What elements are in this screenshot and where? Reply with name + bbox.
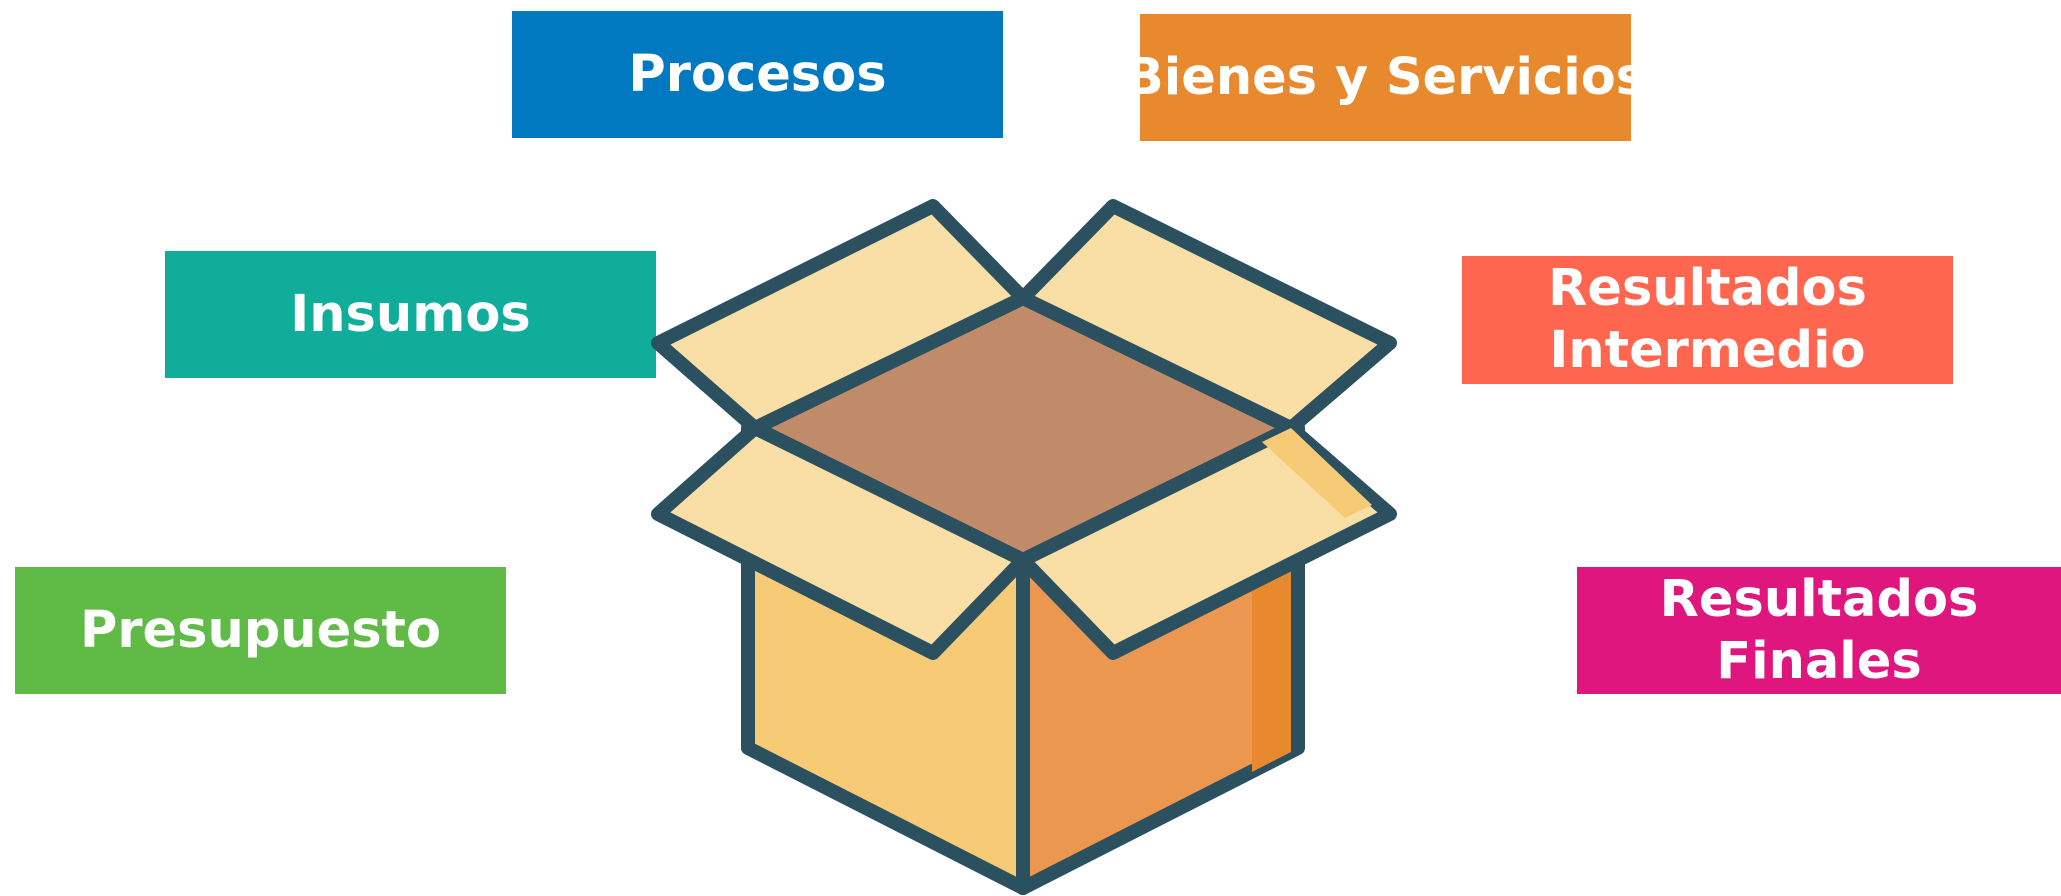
resultados-intermedio-line2: Intermedio (1549, 321, 1866, 380)
resultados-intermedio-line1: Resultados (1548, 259, 1867, 318)
back-left-flap (651, 199, 1030, 435)
bienes-y-servicios-text: Bienes y Servicios (1124, 47, 1647, 107)
front-right-flap (1016, 421, 1397, 660)
procesos-text: Procesos (628, 44, 887, 104)
presupuesto-text: Presupuesto (80, 600, 441, 660)
open-cardboard-box-icon (651, 199, 1397, 895)
presupuesto-label: Presupuesto (15, 567, 506, 694)
resultados-finales-line2: Finales (1716, 631, 1922, 691)
resultados-finales-line1: Resultados (1659, 569, 1979, 629)
resultados-finales-label: Resultados Finales (1577, 567, 2061, 694)
front-right-flap-shade (1262, 428, 1372, 518)
insumos-label: Insumos (165, 251, 656, 378)
front-left-flap (651, 421, 1030, 660)
front-right-shade (1252, 548, 1291, 772)
insumos-text: Insumos (290, 284, 531, 344)
resultados-intermedio-label: Resultados Intermedio (1462, 256, 1953, 384)
procesos-label: Procesos (512, 11, 1003, 138)
back-right-flap (1016, 199, 1397, 435)
bienes-y-servicios-label: Bienes y Servicios (1125, 14, 1646, 141)
